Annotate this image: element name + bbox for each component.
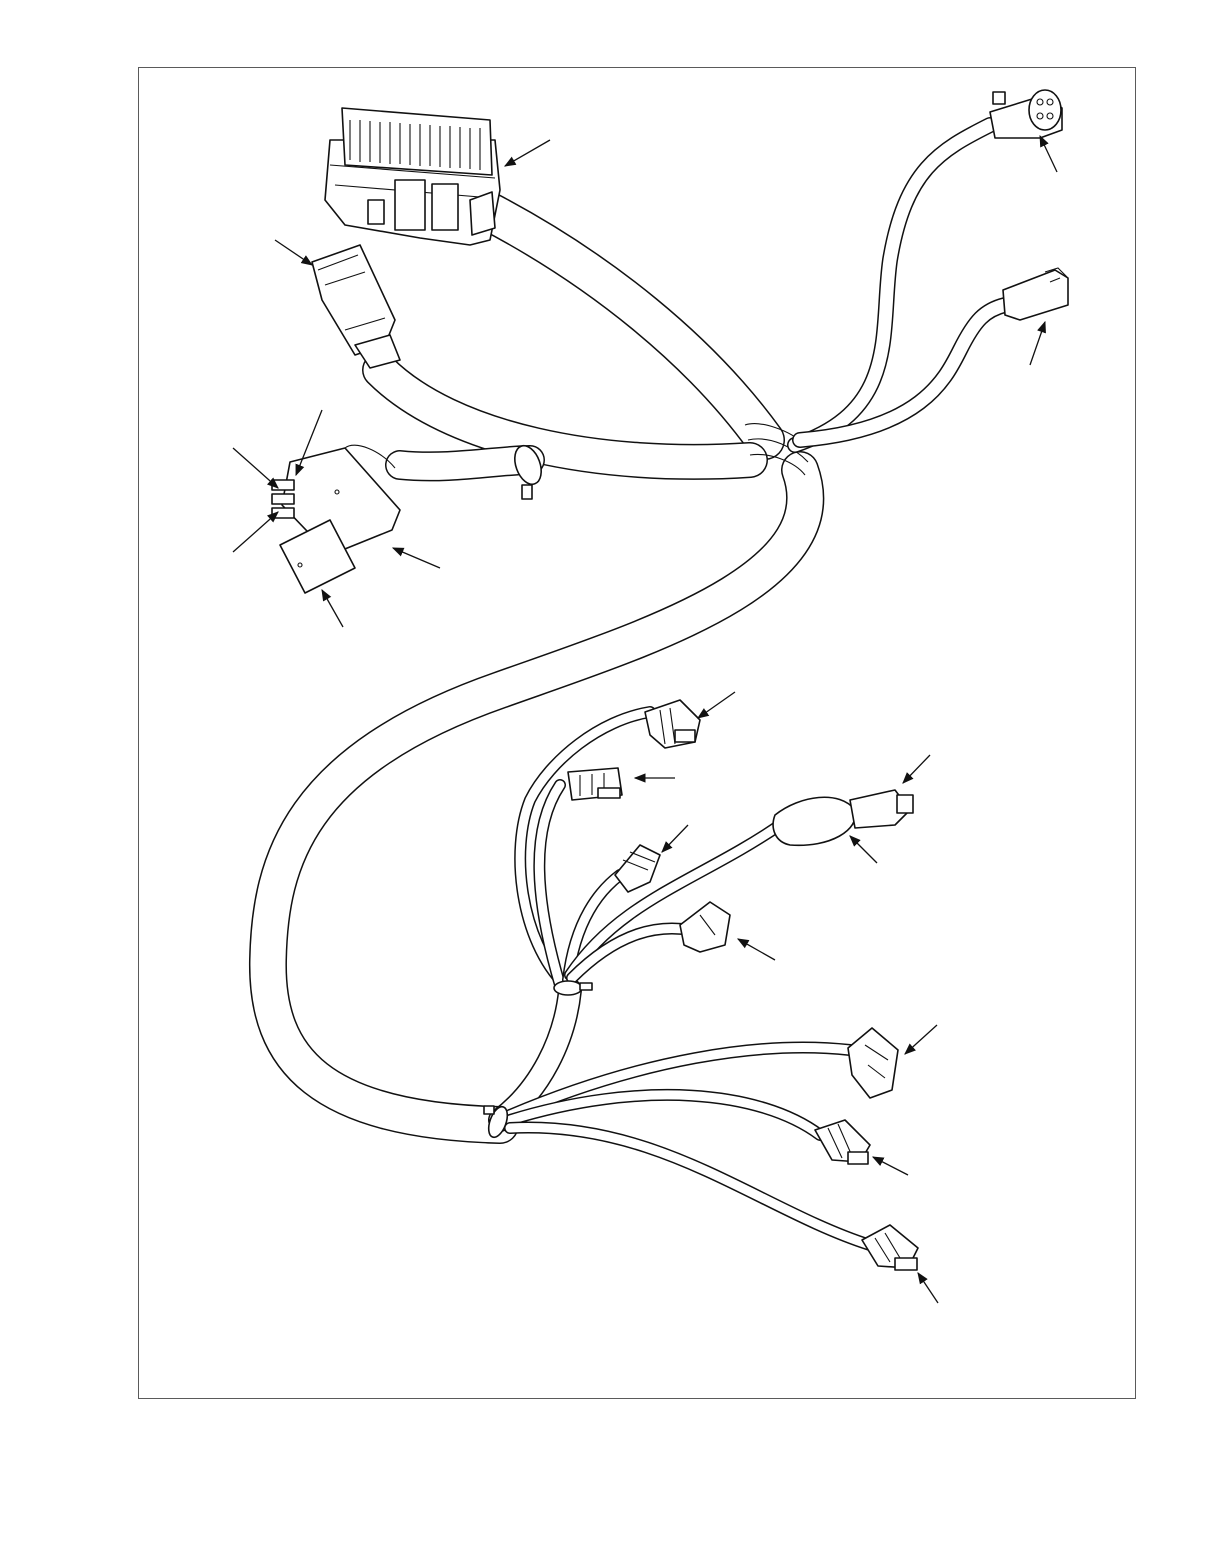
sensor-c [614,844,661,893]
connector-right-rect [1002,267,1069,321]
leader-right-rect [1029,320,1046,366]
sensor-g [814,1119,871,1165]
main-harness-trunk [248,192,825,1144]
leader-sensor-d [902,754,931,784]
sensor-a [644,699,701,749]
leader-sensor-c [661,824,689,853]
leader-top-right [1039,134,1058,173]
leader-relay-top [295,409,323,477]
leader-injector-f [904,1024,938,1055]
connector-left-upper [311,244,401,369]
sensor-d-boot [772,789,914,847]
leader-sensor-a [697,691,736,719]
leader-arrows [232,134,1058,1304]
relay-block [271,444,401,594]
leader-relay-terminal-lower [232,511,279,553]
upper-right-branches [787,117,1013,453]
sensor-h [861,1224,919,1271]
leader-ecm [503,139,551,167]
lower-branches [488,706,876,1251]
sensor-b [567,767,623,801]
leader-sensor-g [871,1156,909,1176]
leader-left-upper [274,239,313,266]
leader-sensor-e [736,938,776,961]
leader-relay-terminal-upper [232,447,279,489]
leader-sensor-d-boot [849,835,878,864]
leader-sensor-h [917,1272,939,1304]
ecm-main-connector [324,107,501,246]
figure-frame [138,67,1136,1399]
sensor-e [679,901,731,953]
injector-f [847,1027,899,1099]
leader-relay-cover [321,588,344,628]
cable-clips [483,444,593,1139]
leader-relay-body [391,547,441,569]
connector-top-right-round [989,89,1063,139]
